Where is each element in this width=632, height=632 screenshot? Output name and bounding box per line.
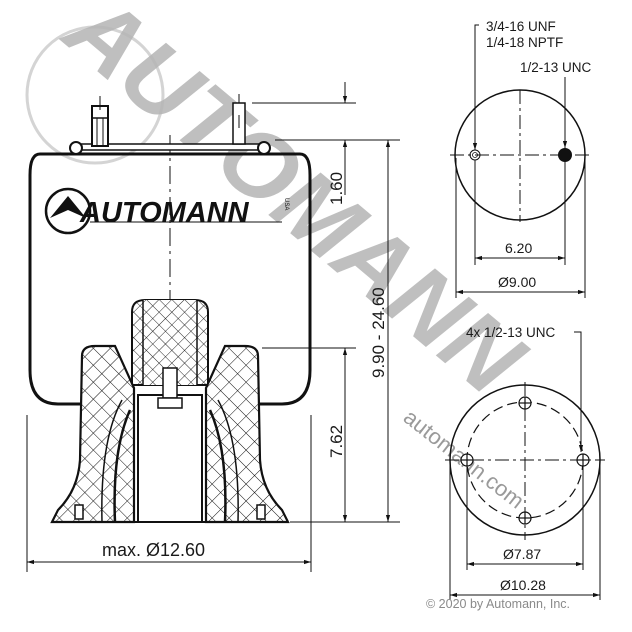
dim-plate-diameter: Ø9.00 xyxy=(498,274,536,290)
brand-logo: AUTOMANN USA xyxy=(44,187,289,235)
dim-top-offset: 1.60 xyxy=(327,172,346,205)
dim-bolt-circle: Ø7.87 xyxy=(503,546,541,562)
side-dimensions xyxy=(26,82,400,572)
logo-arrow-icon xyxy=(50,196,86,218)
center-bolt xyxy=(162,367,178,399)
logo-circle-icon xyxy=(44,187,92,235)
callout-air-fitting-line2: 1/4-18 NPTF xyxy=(486,35,563,50)
side-view: AUTOMANN USA xyxy=(28,94,312,524)
dim-piston-height: 7.62 xyxy=(327,425,346,458)
stud-icon xyxy=(558,148,572,162)
dim-piston-diameter: Ø10.28 xyxy=(500,577,546,593)
watermark-circle-icon xyxy=(25,25,165,165)
callout-holes: 4x 1/2-13 UNC xyxy=(466,325,556,340)
dim-stud-spacing: 6.20 xyxy=(505,240,532,256)
callout-air-fitting-line1: 3/4-16 UNF xyxy=(486,19,556,34)
logo-text: AUTOMANN xyxy=(79,197,250,229)
dim-max-diameter: max. Ø12.60 xyxy=(102,540,205,560)
air-fitting xyxy=(91,105,109,147)
bottom-piston-view xyxy=(445,331,605,600)
logo-suffix: USA xyxy=(283,198,289,210)
bellow-right xyxy=(258,152,312,406)
bolt-hole-icons xyxy=(460,396,590,525)
piston-core xyxy=(137,394,203,523)
copyright-notice: © 2020 by Automann, Inc. xyxy=(426,597,571,611)
callout-stud: 1/2-13 UNC xyxy=(520,60,592,75)
top-plate-view xyxy=(450,24,590,298)
bellow-left xyxy=(28,152,82,406)
dim-height-range: 9.90 - 24.60 xyxy=(369,287,388,378)
